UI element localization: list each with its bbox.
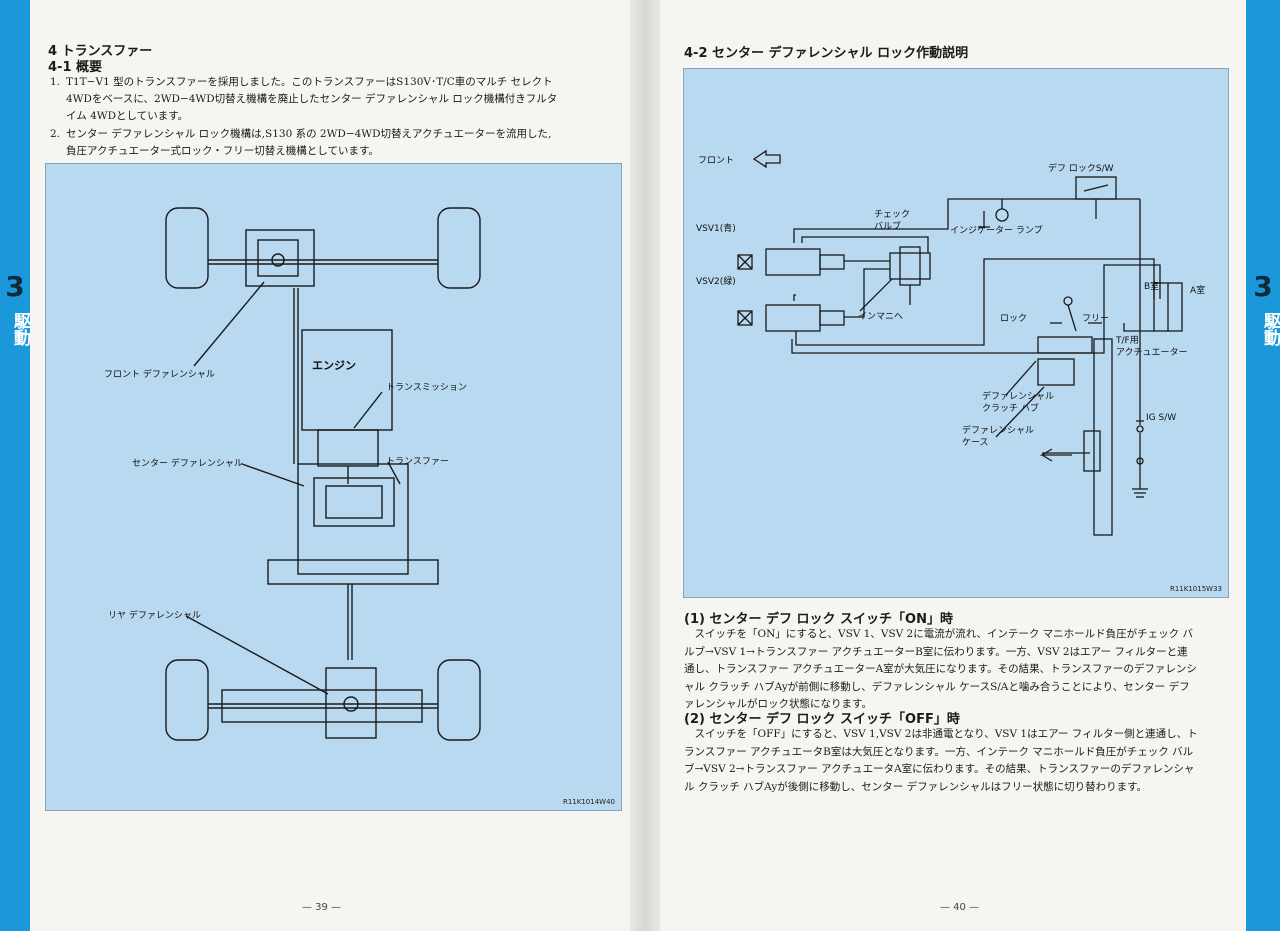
page-number: — 39 —	[302, 902, 342, 913]
diff-lock-switch-label: デフ ロックS/W	[1048, 164, 1114, 174]
tf-actuator-label: T/F用 アクチュエーター	[1116, 336, 1188, 358]
transmission-label: トランスミッション	[386, 383, 467, 393]
b-chamber-label: B室	[1144, 282, 1160, 292]
lock-label: ロック	[1000, 314, 1028, 324]
front-diff-label: フロント デファレンシャル	[104, 370, 215, 380]
ig-switch-label: IG S/W	[1146, 413, 1177, 423]
right-edge-band	[1246, 0, 1280, 931]
clutch-hub-label: デファレンシャル クラッチ ハブ	[982, 392, 1055, 414]
vsv1-label: VSV1(青)	[696, 224, 736, 234]
subsection-title: 4-1 概要	[48, 60, 103, 75]
chapter-number-left: 3	[0, 270, 30, 303]
diff-case-label: デファレンシャル ケース	[962, 426, 1035, 448]
left-edge-band	[0, 0, 30, 931]
a-chamber-label: A室	[1190, 286, 1206, 296]
section-title: 4-2 センター デファレンシャル ロック作動説明	[684, 46, 969, 61]
figure-code: R11K1014W40	[562, 798, 615, 806]
book-gutter	[630, 0, 660, 931]
section-title: 4 トランスファー	[48, 44, 153, 59]
paragraph-1: 1.T1T−V1 型のトランスファーを採用しました。このトランスファーはS130…	[50, 76, 558, 122]
section-on-heading: (1) センター デフ ロック スイッチ「ON」時	[684, 612, 953, 627]
drivetrain-diagram: エンジン フロント デファレンシャル トランスミッション センター デファレンシ…	[45, 163, 622, 811]
to-manifold-label: インマニへ	[858, 312, 904, 322]
front-label: フロント	[698, 156, 735, 166]
vsv2-label: VSV2(緑)	[696, 277, 736, 287]
center-diff-label: センター デファレンシャル	[132, 459, 243, 469]
section-off-body: スイッチを「OFF」にすると、VSV 1,VSV 2は非通電となり、VSV 1は…	[684, 728, 1198, 793]
page-40: 4-2 センター デファレンシャル ロック作動説明	[660, 0, 1246, 931]
circuit-drawing	[737, 149, 1183, 536]
engine-label: エンジン	[312, 359, 356, 372]
page-number: — 40 —	[940, 902, 980, 913]
chapter-label-right: 駆動	[1260, 312, 1280, 346]
check-valve-label: チェック バルブ	[874, 210, 911, 232]
free-label: フリー	[1082, 314, 1110, 324]
chapter-label-left: 駆動	[10, 312, 30, 346]
transfer-label: トランスファー	[386, 457, 449, 467]
page-39: 4 トランスファー 4-1 概要 1.T1T−V1 型のトランスファーを採用しま…	[30, 0, 630, 931]
chapter-number-right: 3	[1253, 270, 1273, 303]
diff-lock-circuit-diagram: フロント デフ ロックS/W チェック バルブ インジケーター ランプ VSV1…	[683, 68, 1229, 598]
figure-code: R11K1015W33	[1169, 585, 1222, 593]
indicator-lamp-label: インジケーター ランプ	[950, 226, 1043, 236]
paragraph-2: 2.センター デファレンシャル ロック機構は,S130 系の 2WD−4WD切替…	[50, 128, 552, 157]
section-off-heading: (2) センター デフ ロック スイッチ「OFF」時	[684, 712, 960, 727]
section-on-body: スイッチを「ON」にすると、VSV 1、VSV 2に電流が流れ、インテーク マニ…	[684, 628, 1197, 710]
drivetrain-drawing	[165, 207, 481, 741]
rear-diff-label: リヤ デファレンシャル	[108, 611, 201, 621]
